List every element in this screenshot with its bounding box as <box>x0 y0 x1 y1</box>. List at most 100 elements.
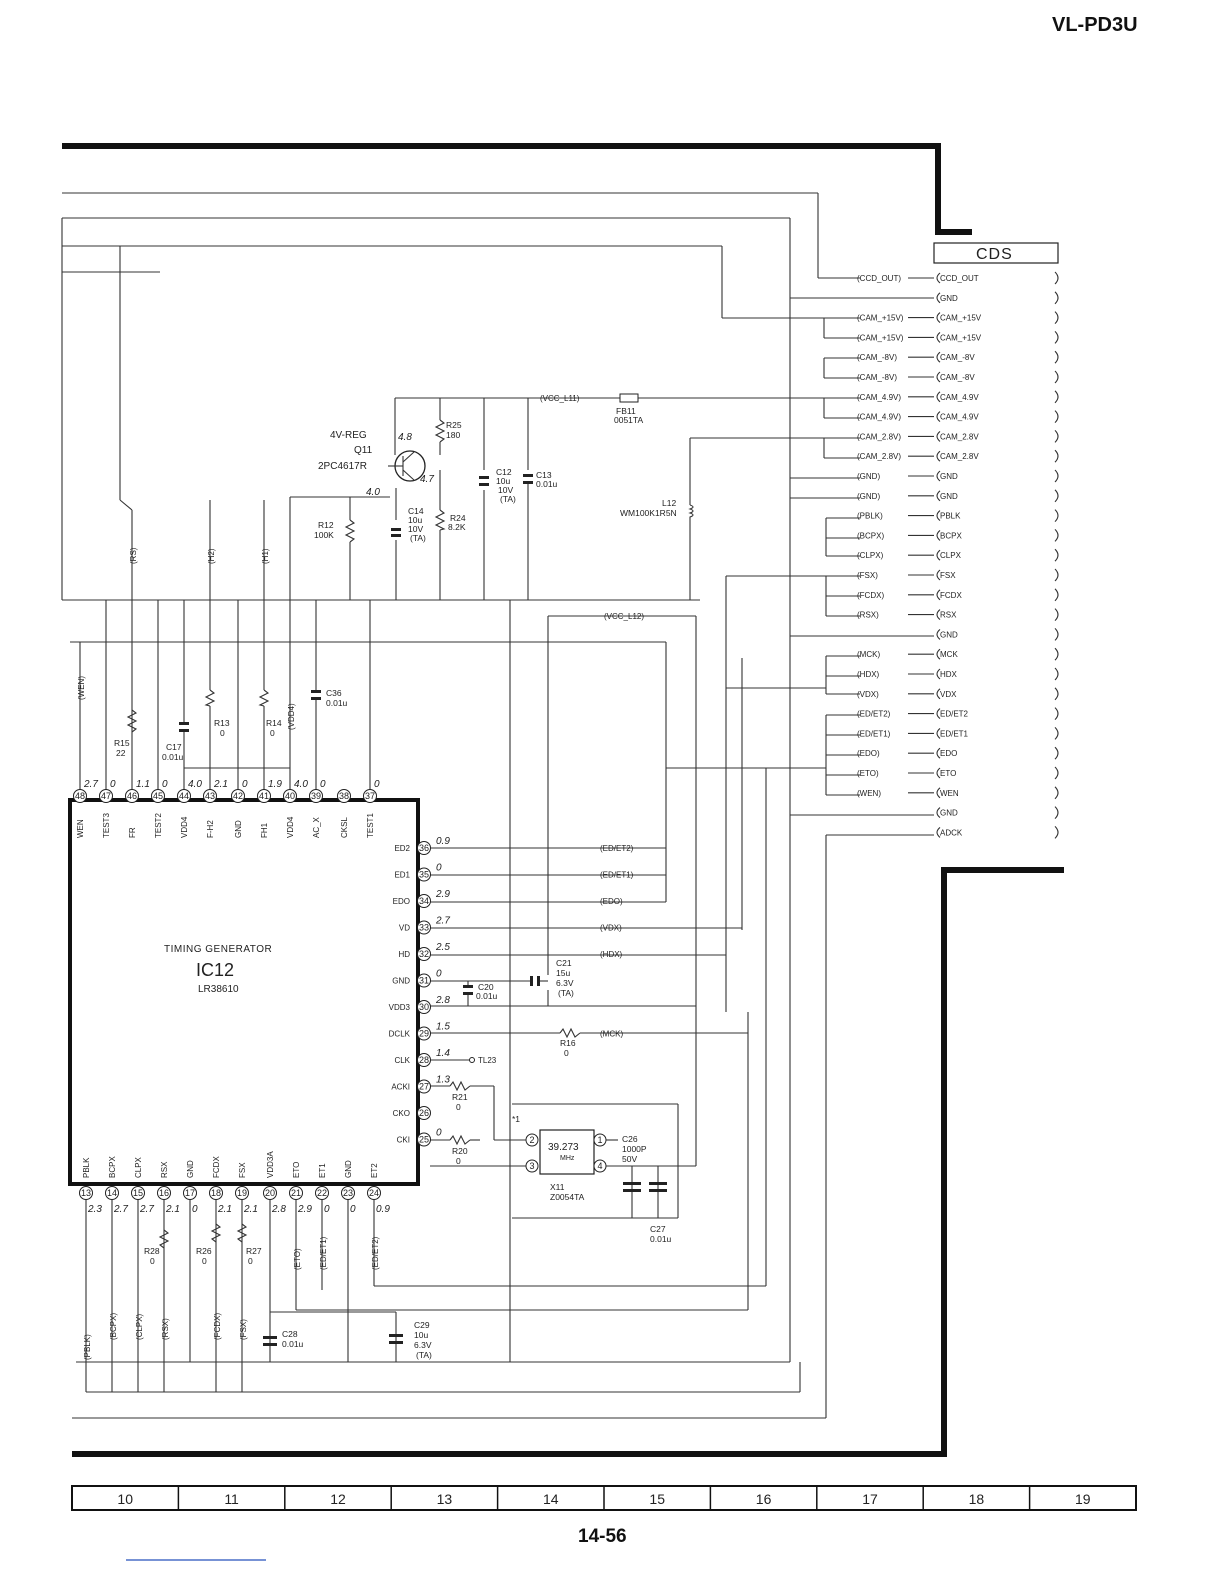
svg-text:C12: C12 <box>496 467 512 477</box>
ic-pin-number: 23 <box>343 1188 353 1198</box>
svg-text:4: 4 <box>597 1161 602 1171</box>
pin-voltage: 2.7 <box>139 1204 154 1215</box>
svg-text:0: 0 <box>248 1256 253 1266</box>
svg-text:1000P: 1000P <box>622 1144 647 1154</box>
net-label: (ED/ET2) <box>600 844 634 853</box>
net-h1: (H1) <box>261 548 270 564</box>
svg-text:4.8: 4.8 <box>398 432 412 443</box>
net-label: (ED/ET1) <box>600 871 634 880</box>
ic-pin-number: 31 <box>419 976 429 986</box>
grid-cell: 12 <box>330 1491 346 1507</box>
ic-pin-name: FR <box>128 827 137 838</box>
ic-pin-number: 35 <box>419 870 429 880</box>
svg-text:0051TA: 0051TA <box>614 415 643 425</box>
pin-voltage: 2.9 <box>297 1204 312 1215</box>
svg-text:C26: C26 <box>622 1134 638 1144</box>
ic-pin-name: CLPX <box>134 1156 143 1178</box>
cds-wire-label: (MCK) <box>857 650 880 659</box>
cds-wire-label: (CAM_2.8V) <box>857 432 901 441</box>
ic-pin-number: 38 <box>339 791 349 801</box>
svg-text:0: 0 <box>564 1048 569 1058</box>
cds-wire-label: (VDX) <box>857 690 879 699</box>
cds-pin-label: CAM_+15V <box>940 314 982 323</box>
svg-text:*1: *1 <box>512 1114 520 1124</box>
ic-pin-name: TEST2 <box>154 813 163 838</box>
ic-pin-number: 41 <box>259 791 269 801</box>
cds-pin-label: EDO <box>940 749 957 758</box>
svg-text:R21: R21 <box>452 1092 468 1102</box>
ic-pin-name: CKSL <box>340 817 349 838</box>
pin-voltage: 4.0 <box>188 779 202 790</box>
cds-wire-label: (CAM_-8V) <box>857 353 897 362</box>
ic-pin-number: 36 <box>419 843 429 853</box>
cds-wire-label: (CAM_4.9V) <box>857 413 901 422</box>
svg-text:0.01u: 0.01u <box>536 479 558 489</box>
ic-pin-name: VDD4 <box>286 816 295 838</box>
svg-text:C17: C17 <box>166 742 182 752</box>
svg-text:MHz: MHz <box>560 1155 575 1162</box>
cds-title: CDS <box>976 246 1013 263</box>
ic-pin-name: GND <box>392 977 410 986</box>
pin-voltage: 0 <box>374 779 380 790</box>
pin-voltage: 0 <box>436 1128 442 1139</box>
ic-pin-name: ET1 <box>318 1163 327 1178</box>
ic-pin-number: 47 <box>101 791 111 801</box>
ic-pin-name: AC_X <box>312 816 321 838</box>
svg-text:4.0: 4.0 <box>366 487 380 498</box>
cds-wire-label: (BCPX) <box>857 531 884 540</box>
grid-cell: 16 <box>756 1491 772 1507</box>
grid-cell: 17 <box>862 1491 878 1507</box>
cds-pin-label: ED/ET1 <box>940 729 969 738</box>
ic-pin-name: TEST1 <box>366 813 375 838</box>
cds-pin-label: CAM_2.8V <box>940 432 979 441</box>
pin-voltage: 1.1 <box>136 779 150 790</box>
ic-pin-number: 37 <box>365 791 375 801</box>
pin-voltage: 0 <box>320 779 326 790</box>
grid-cell: 19 <box>1075 1491 1091 1507</box>
cds-pin-label: GND <box>940 472 958 481</box>
ic-pin-name: VDD3 <box>389 1003 411 1012</box>
cds-pin-label: CAM_2.8V <box>940 452 979 461</box>
svg-text:15u: 15u <box>556 968 570 978</box>
grid-cell: 11 <box>224 1491 239 1507</box>
ic-pin-name: ET2 <box>370 1163 379 1178</box>
ic-pin-name: VD <box>399 924 410 933</box>
net-label: (VDX) <box>600 924 622 933</box>
ic-pin-number: 39 <box>311 791 321 801</box>
svg-text:0: 0 <box>220 728 225 738</box>
pin-voltage: 2.3 <box>87 1204 102 1215</box>
cds-pin-label: GND <box>940 294 958 303</box>
ic-pin-name: ED2 <box>394 844 410 853</box>
ic12-part: LR38610 <box>198 984 239 995</box>
cds-pin-label: CAM_+15V <box>940 333 982 342</box>
svg-text:R12: R12 <box>318 520 334 530</box>
svg-text:R24: R24 <box>450 513 466 523</box>
ic-pin-number: 27 <box>419 1082 429 1092</box>
ic12-title: TIMING GENERATOR <box>164 944 272 955</box>
pin-voltage: 0 <box>110 779 116 790</box>
pin-voltage: 2.1 <box>165 1204 180 1215</box>
cds-wire-label: (CAM_-8V) <box>857 373 897 382</box>
cds-pin-label: BCPX <box>940 531 962 540</box>
svg-text:C29: C29 <box>414 1320 430 1330</box>
ic-pin-number: 46 <box>127 791 137 801</box>
svg-text:6.3V: 6.3V <box>414 1340 432 1350</box>
ic-pin-number: 28 <box>419 1055 429 1065</box>
cds-wire-label: (ETO) <box>857 769 879 778</box>
svg-text:C20: C20 <box>478 982 494 992</box>
page-number: 14-56 <box>578 1526 627 1547</box>
ic-pin-name: CLK <box>394 1056 410 1065</box>
svg-text:R25: R25 <box>446 420 462 430</box>
cds-wire-label: (RSX) <box>857 611 879 620</box>
ic-pin-number: 29 <box>419 1029 429 1039</box>
cds-wire-label: (FSX) <box>857 571 878 580</box>
svg-text:1: 1 <box>597 1135 602 1145</box>
board-outline <box>62 143 1064 1457</box>
pin-voltage: 2.7 <box>113 1204 128 1215</box>
cds-wire-label: (CLPX) <box>857 551 884 560</box>
cds-pin-label: CAM_-8V <box>940 373 975 382</box>
ic-pin-name: GND <box>234 820 243 838</box>
pin-voltage: 0 <box>436 863 442 874</box>
